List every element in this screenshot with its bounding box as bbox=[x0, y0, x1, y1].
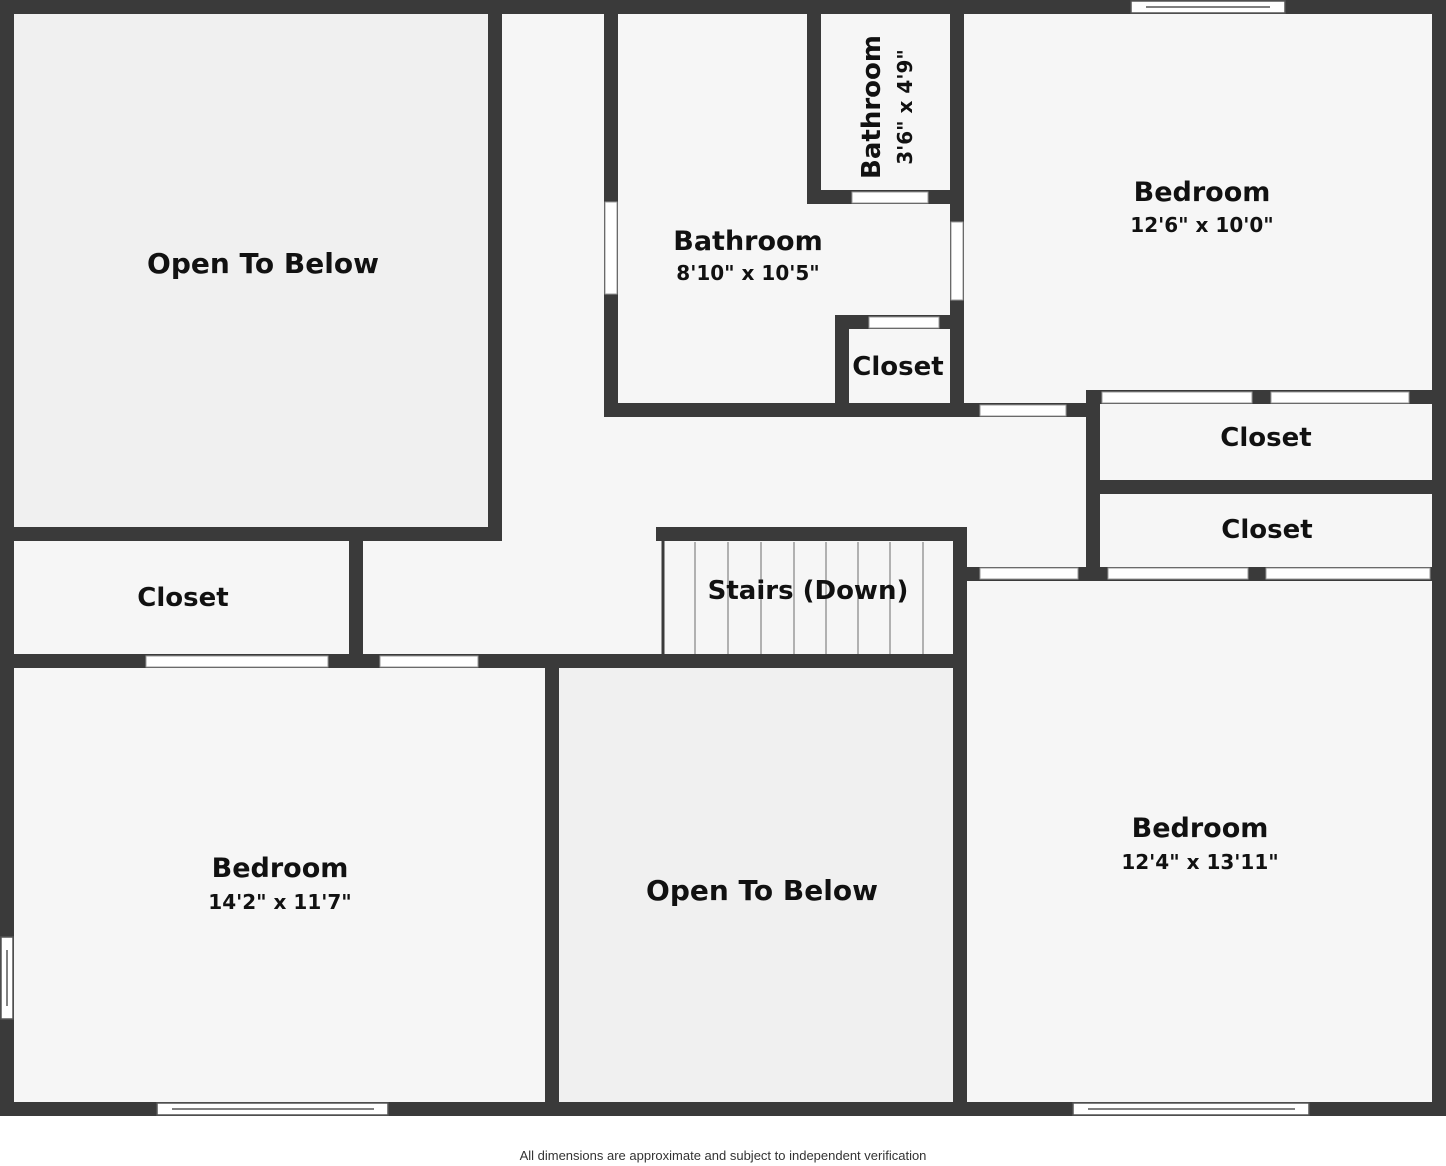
door-openings bbox=[145, 191, 1431, 668]
bathroom-main-dim: 8'10" x 10'5" bbox=[676, 261, 819, 285]
bathroom-small-name: Bathroom bbox=[857, 35, 887, 179]
open-to-below-bottom-area bbox=[554, 666, 960, 1104]
bathroom-small-labels: Bathroom 3'6" x 4'9" bbox=[857, 35, 917, 179]
bedroom-top-right-name: Bedroom bbox=[1134, 177, 1271, 208]
open-to-below-top-area bbox=[12, 12, 495, 534]
bedroom-bottom-left-dim: 14'2" x 11'7" bbox=[208, 890, 351, 914]
dimensions-disclaimer: All dimensions are approximate and subje… bbox=[519, 1148, 927, 1163]
windows bbox=[0, 0, 1310, 1116]
closet-bath-label: Closet bbox=[852, 352, 943, 382]
closet-right-2-label: Closet bbox=[1221, 515, 1312, 545]
bathroom-small-dim: 3'6" x 4'9" bbox=[893, 49, 917, 165]
floor-plan: Open To Below Open To Below Bathroom 3'6… bbox=[0, 0, 1446, 1116]
stairs-treads bbox=[694, 542, 924, 656]
bedroom-top-right-dim: 12'6" x 10'0" bbox=[1130, 213, 1273, 237]
stairs-label: Stairs (Down) bbox=[708, 576, 909, 606]
bedroom-bottom-right-dim: 12'4" x 13'11" bbox=[1121, 850, 1278, 874]
open-to-below-top-label: Open To Below bbox=[147, 247, 379, 280]
bedroom-bottom-right-name: Bedroom bbox=[1132, 813, 1269, 844]
closet-right-1-label: Closet bbox=[1220, 423, 1311, 453]
open-to-below-bottom-label: Open To Below bbox=[646, 874, 878, 907]
bedroom-bottom-left-name: Bedroom bbox=[212, 853, 349, 884]
closet-left-label: Closet bbox=[137, 583, 228, 613]
bathroom-main-name: Bathroom bbox=[673, 226, 822, 257]
